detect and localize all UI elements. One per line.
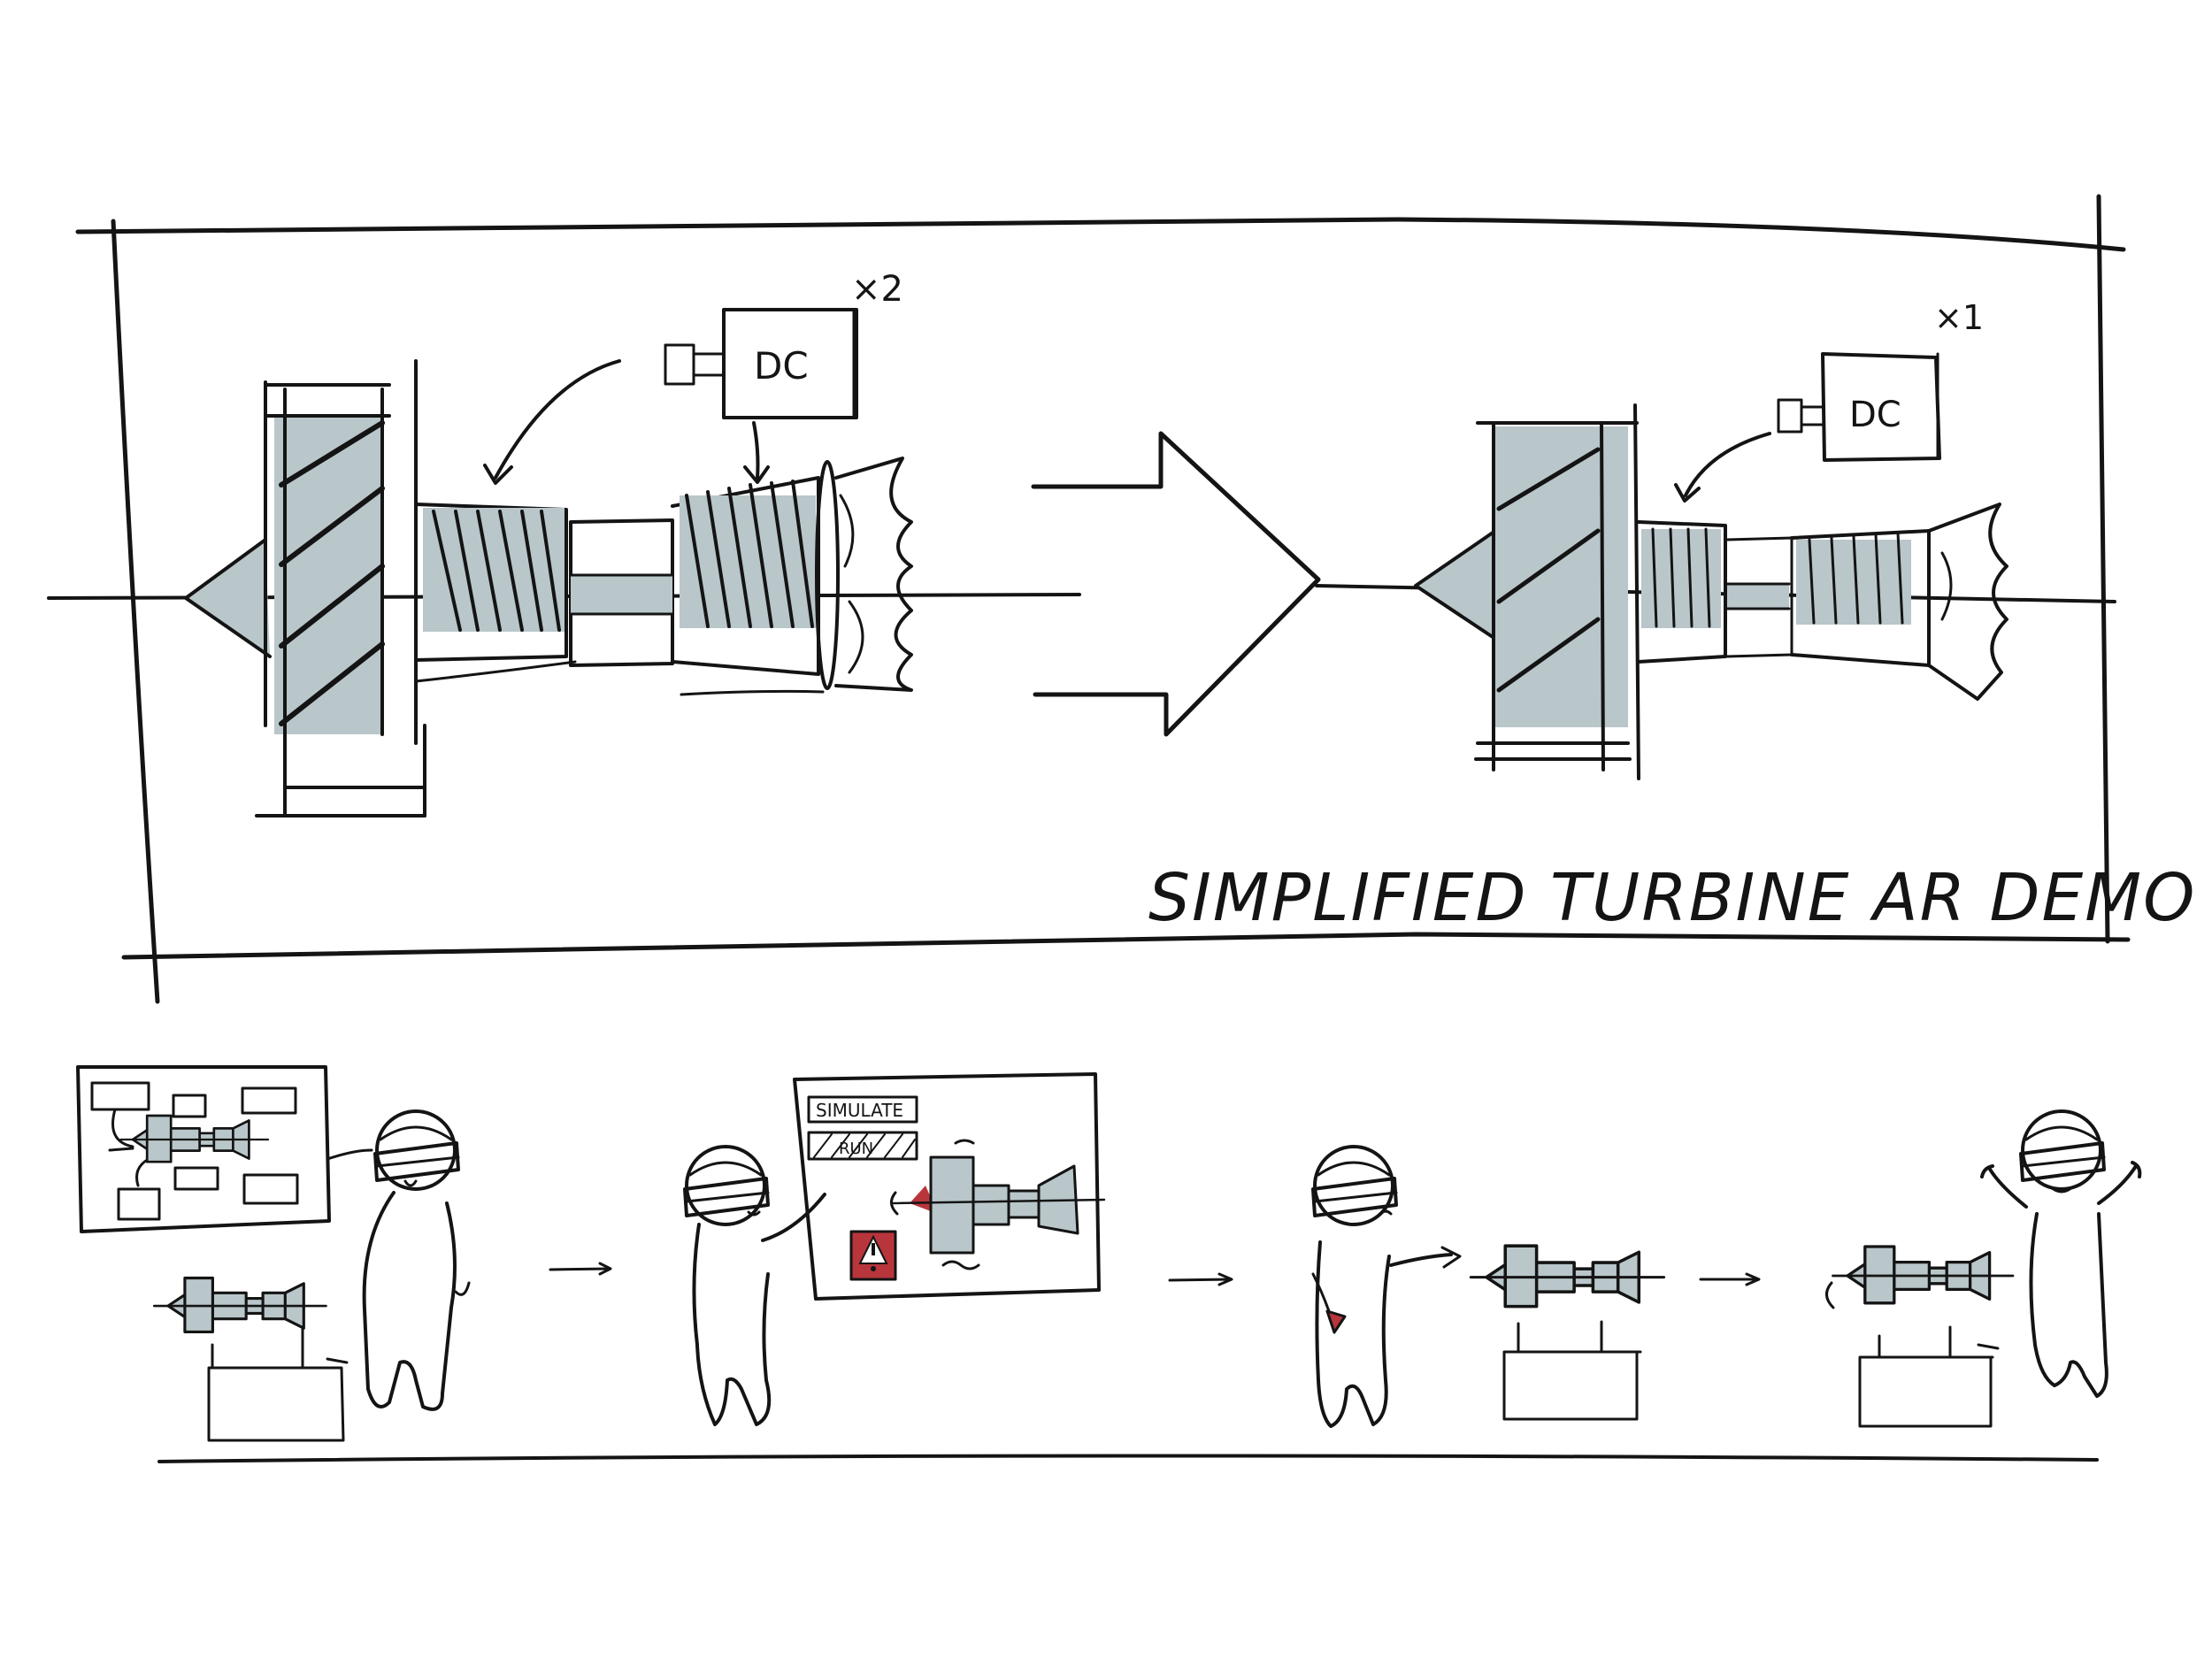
warning-icon xyxy=(851,1232,895,1279)
storyboard-ground-line xyxy=(159,1455,2097,1462)
process-arrow-icon xyxy=(1170,1274,1232,1285)
storyboard-panel-3 xyxy=(1313,1147,1664,1426)
page-title: SIMPLIFIED TURBINE AR DEMO xyxy=(1148,860,2196,936)
run-label: RUN xyxy=(839,1140,873,1158)
after-dc-unit: DC ×1 xyxy=(1676,298,1984,501)
before-dc-label: DC xyxy=(754,344,809,388)
simulate-label: SIMULATE xyxy=(816,1100,903,1121)
simplification-arrow-icon xyxy=(1033,434,1318,734)
storyboard-panel-1 xyxy=(78,1067,469,1440)
after-multiplier: ×1 xyxy=(1934,298,1984,337)
storyboard-panel-4 xyxy=(1826,1111,2139,1426)
after-dc-label: DC xyxy=(1849,395,1901,435)
process-arrow-icon xyxy=(1701,1274,1759,1285)
before-turbine xyxy=(186,361,911,816)
process-arrow-icon xyxy=(550,1263,611,1274)
before-dc-unit: DC ×2 xyxy=(485,269,903,483)
before-multiplier: ×2 xyxy=(851,269,903,310)
storyboard-panel-2: SIMULATE RUN xyxy=(685,1074,1104,1424)
